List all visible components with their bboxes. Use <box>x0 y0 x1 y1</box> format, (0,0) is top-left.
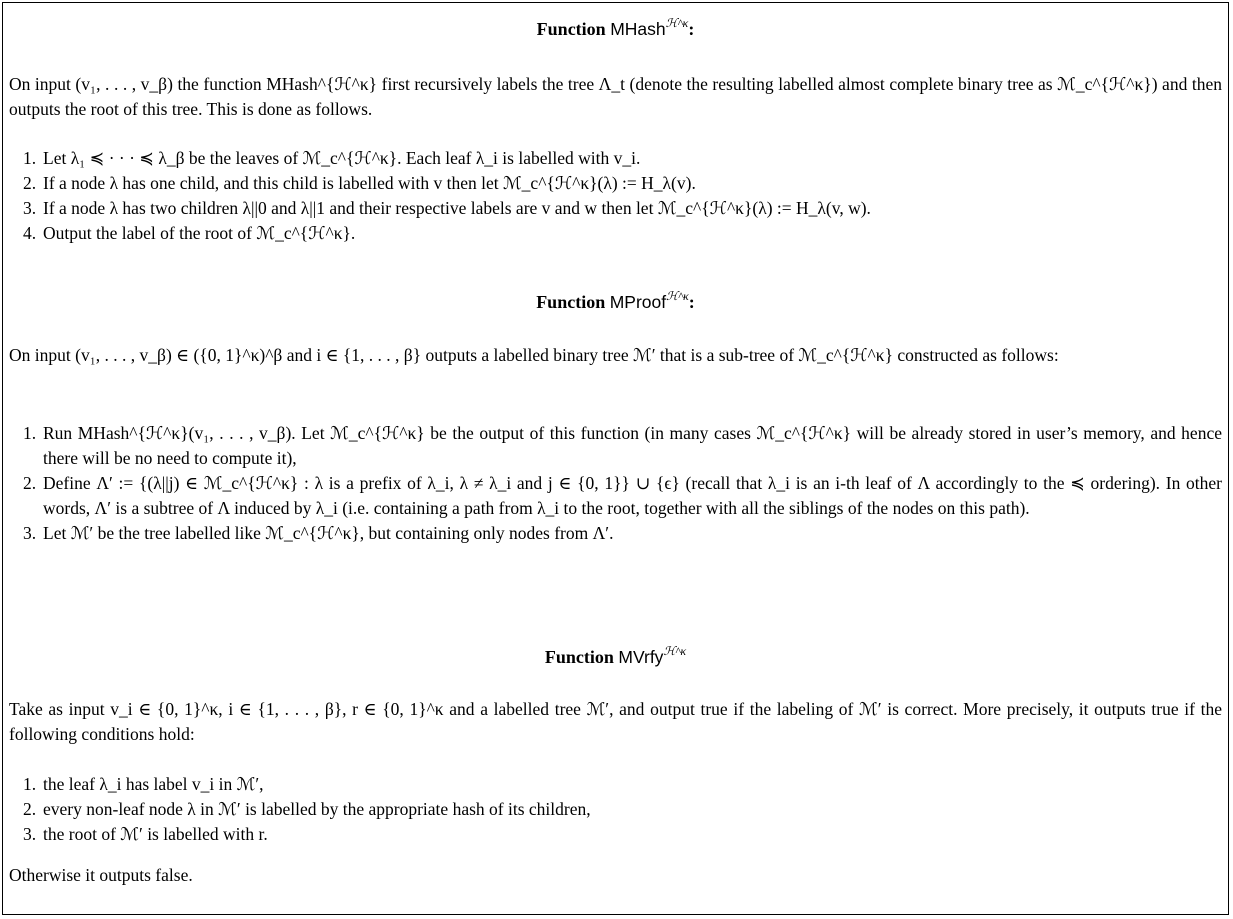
list-item: 3.If a node λ has two children λ||0 and … <box>23 198 871 218</box>
list-item: 1.the leaf λ_i has label v_i in ℳ′, <box>23 774 264 794</box>
mproof-intro: On input (v₁, . . . , v_β) ∈ ({0, 1}^κ)^… <box>9 345 1059 365</box>
mvrfy-outro: Otherwise it outputs false. <box>9 865 193 885</box>
list-item: 3.Let ℳ′ be the tree labelled like ℳ_c^{… <box>23 523 614 543</box>
list-item: 2.If a node λ has one child, and this ch… <box>23 173 696 193</box>
mhash-title: Function MHashℋ^κ: <box>536 16 695 39</box>
mhash-steps: 1.Let λ₁ ≼ · · · ≼ λ_β be the leaves of … <box>23 146 1222 246</box>
mproof-title: Function MProofℋ^κ: <box>536 289 695 312</box>
mvrfy-intro: Take as input v_i ∈ {0, 1}^κ, i ∈ {1, . … <box>9 699 1222 744</box>
list-item: 1.Let λ₁ ≼ · · · ≼ λ_β be the leaves of … <box>23 148 641 168</box>
list-item: 2.every non-leaf node λ in ℳ′ is labelle… <box>23 799 591 819</box>
mvrfy-steps: 1.the leaf λ_i has label v_i in ℳ′, 2.ev… <box>23 772 1222 847</box>
mproof-steps: 1.Run MHash^{ℋ^κ}(v₁, . . . , v_β). Let … <box>23 421 1222 546</box>
mhash-intro: On input (v₁, . . . , v_β) the function … <box>9 74 1222 119</box>
list-item: 4.Output the label of the root of ℳ_c^{ℋ… <box>23 223 356 243</box>
list-item: 1.Run MHash^{ℋ^κ}(v₁, . . . , v_β). Let … <box>23 423 1222 468</box>
mvrfy-title: Function MVrfyℋ^κ <box>544 644 687 667</box>
list-item: 2.Define Λ′ := {(λ||j) ∈ ℳ_c^{ℋ^κ} : λ i… <box>23 473 1222 518</box>
list-item: 3.the root of ℳ′ is labelled with r. <box>23 824 268 844</box>
